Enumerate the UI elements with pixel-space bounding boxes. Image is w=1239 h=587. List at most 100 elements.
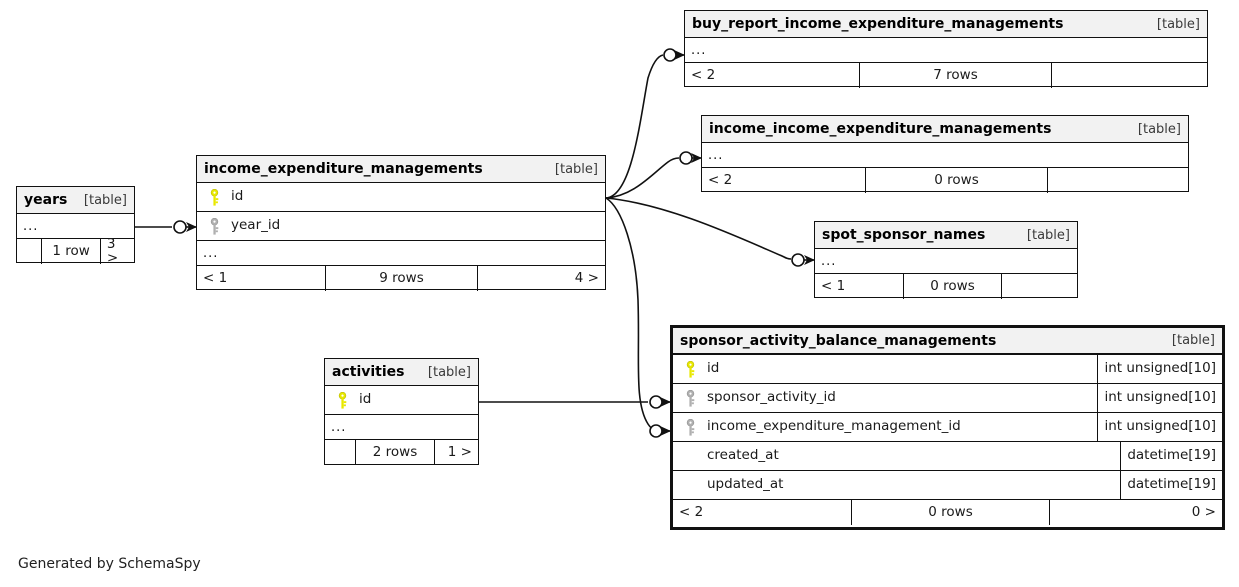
table-header-income_income_expenditure_managements[interactable]: income_income_expenditure_managements[ta… [702,116,1188,143]
footer-row-count: 0 rows [865,168,1047,193]
footer-parents-count[interactable]: < 2 [679,503,704,520]
more-columns-ellipsis[interactable]: ... [815,249,1077,274]
footer-row-count: 2 rows [355,440,434,465]
table-header-sponsor_activity_balance_managements[interactable]: sponsor_activity_balance_managements [tab… [673,328,1222,355]
column-label: sponsor_activity_id [707,389,836,406]
primary-key-icon [331,391,353,409]
table-name-label: spot_sponsor_names [822,227,986,243]
footer-parents-count[interactable]: < 2 [691,66,716,83]
footer-children-count[interactable]: 3 > [99,237,134,264]
table-type-tag: [table] [1026,227,1070,243]
edge-years-to-income-expenditure-managements [135,220,197,234]
table-name-label: buy_report_income_expenditure_management… [692,16,1064,32]
table-row[interactable]: income_expenditure_management_id int unsi… [673,413,1222,442]
footer-children-count[interactable]: 1 > [434,440,478,465]
footer-row-count: 7 rows [859,63,1051,88]
table-header-activities[interactable]: activities [table] [325,359,478,386]
foreign-key-icon [679,418,701,436]
table-header-spot_sponsor_names[interactable]: spot_sponsor_names [table] [815,222,1077,249]
column-type-cell: datetime[19] [1120,471,1222,499]
table-type-tag: [table] [427,364,471,380]
column-type-cell: int unsigned[10] [1097,384,1222,412]
more-columns-ellipsis[interactable]: ... [685,38,1207,63]
column-name-cell: updated_at [673,478,1120,492]
table-type-tag: [table] [1156,16,1200,32]
table-name-label: activities [332,364,405,380]
footer-children-count[interactable] [1051,63,1207,88]
table-row[interactable]: id int unsigned[10] [673,355,1222,384]
column-name-cell: sponsor_activity_id [673,389,1097,407]
table-row[interactable]: sponsor_activity_id int unsigned[10] [673,384,1222,413]
table-header-years[interactable]: years [table] [17,187,134,214]
column-name-cell: income_expenditure_management_id [673,418,1097,436]
foreign-key-icon [203,217,225,235]
column-label: income_expenditure_management_id [707,418,961,435]
table-name-label: sponsor_activity_balance_managements [680,332,997,349]
footer-parents-count[interactable] [17,239,41,264]
more-columns-ellipsis[interactable]: ... [325,415,478,440]
table-header-buy_report_income_expenditure_managements[interactable]: buy_report_income_expenditure_management… [685,11,1207,38]
table-row[interactable]: updated_at datetime[19] [673,471,1222,500]
column-label: created_at [707,449,779,463]
table-box-buy_report_income_expenditure_managements[interactable]: buy_report_income_expenditure_management… [684,10,1208,88]
table-name-label: years [24,192,68,208]
table-type-tag: [table] [1171,333,1215,348]
edge-iem-to-income-income [605,151,702,199]
footer-row-count: 1 row [41,239,100,264]
footer-children-count[interactable] [1001,274,1077,299]
table-footer-buy_report_income_expenditure_managements: < 2 7 rows [685,63,1207,88]
column-label: id [707,360,720,377]
primary-key-icon [679,360,701,378]
table-row[interactable]: id [197,183,605,212]
table-header-income_expenditure_managements[interactable]: income_expenditure_managements [table] [197,156,605,183]
column-type-cell: int unsigned[10] [1097,413,1222,441]
table-box-income_income_expenditure_managements[interactable]: income_income_expenditure_managements[ta… [701,115,1189,193]
table-row[interactable]: created_at datetime[19] [673,442,1222,471]
table-name-label: income_expenditure_managements [204,161,483,177]
more-columns-ellipsis[interactable]: ... [17,214,134,239]
column-label: year_id [231,217,281,234]
footer-row-count: 0 rows [903,274,1001,299]
column-label: id [231,188,244,205]
column-label: id [359,391,372,408]
footer-parents-count[interactable] [325,440,355,465]
table-box-income_expenditure_managements[interactable]: income_expenditure_managements [table] id y… [196,155,606,291]
table-box-spot_sponsor_names[interactable]: spot_sponsor_names [table]... < 1 0 rows [814,221,1078,299]
schemaspy-credit: Generated by SchemaSpy [18,556,201,572]
table-row[interactable]: id [325,386,478,415]
column-name-cell: created_at [673,449,1120,463]
footer-parents-count[interactable]: < 1 [821,277,846,294]
more-columns-ellipsis[interactable]: ... [197,241,605,266]
column-name-cell: id [673,360,1097,378]
more-columns-ellipsis[interactable]: ... [702,143,1188,168]
edge-activities-to-sponsor-balance [479,395,671,409]
column-name-cell: id [197,188,605,206]
table-type-tag: [table] [1137,121,1181,137]
edge-iem-to-spot-sponsor [605,197,815,267]
edge-iem-to-sponsor-balance [605,197,671,438]
table-row[interactable]: year_id [197,212,605,241]
footer-row-count: 9 rows [325,266,477,291]
column-label: updated_at [707,478,784,492]
table-type-tag: [table] [554,161,598,177]
footer-parents-count[interactable]: < 1 [203,269,228,286]
table-type-tag: [table] [83,192,127,208]
footer-children-count[interactable]: 4 > [477,266,605,291]
primary-key-icon [203,188,225,206]
footer-children-count[interactable]: 0 > [1049,500,1222,525]
footer-parents-count[interactable]: < 2 [708,171,733,188]
table-box-sponsor_activity_balance_managements[interactable]: sponsor_activity_balance_managements [tab… [670,325,1225,530]
column-type-cell: int unsigned[10] [1097,355,1222,383]
footer-children-count[interactable] [1047,168,1188,193]
foreign-key-icon [679,389,701,407]
table-footer-spot_sponsor_names: < 1 0 rows [815,274,1077,299]
footer-row-count: 0 rows [851,500,1049,525]
column-type-cell: datetime[19] [1120,442,1222,470]
